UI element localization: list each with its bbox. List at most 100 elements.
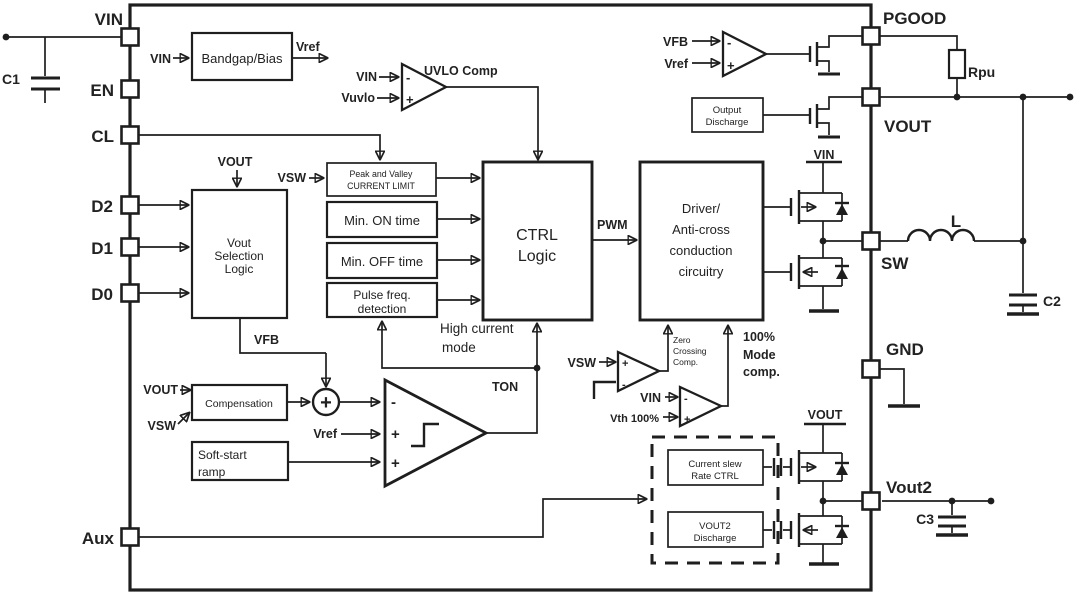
pgood-minus-sign: - (727, 35, 731, 50)
mode100-label-line3: comp. (743, 365, 780, 379)
high-current-line2: mode (442, 340, 476, 355)
output-discharge-block: Output Discharge (691, 97, 809, 133)
pin-gnd-label: GND (886, 340, 924, 359)
bandgap-vin-label: VIN (150, 52, 171, 66)
pin-cl-label: CL (91, 127, 114, 146)
peak-valley-vsw-label: VSW (278, 171, 307, 185)
driver-line1: Driver/ (682, 201, 721, 216)
uvlo-plus-sign: + (406, 92, 414, 107)
output-discharge-line2: Discharge (706, 117, 749, 128)
pgood-vfb-label: VFB (663, 35, 688, 49)
uvlo-vin-label: VIN (356, 70, 377, 84)
sum-plus-sign: + (320, 392, 332, 414)
mode100-minus-sign: - (684, 393, 688, 405)
pwm-label: PWM (597, 218, 628, 232)
c2-label: C2 (1043, 293, 1061, 309)
external-input-cap-c1: C1 (2, 33, 121, 103)
slew-vout-rail-label: VOUT (808, 408, 843, 422)
soft-start-line2: ramp (198, 465, 226, 479)
pulse-freq-line1: Pulse freq. (353, 288, 410, 302)
vout2-highside-mosfet: VOUT (763, 408, 849, 501)
pgood-plus-sign: + (727, 58, 735, 73)
vout-selection-logic-block: Vout Selection Logic VOUT VFB (139, 155, 326, 386)
pin-d2-label: D2 (91, 197, 113, 216)
driver-line2: Anti-cross (672, 222, 730, 237)
ton-feedback-wires: TON High current mode (382, 321, 540, 434)
pin-vout2-label: Vout2 (886, 478, 932, 497)
compensation-label: Compensation (205, 398, 273, 410)
zc-vsw-label: VSW (568, 356, 597, 370)
aux-wire (135, 499, 646, 538)
vout2-control-dashed-box (650, 435, 780, 565)
pulse-freq-line2: detection (358, 302, 407, 316)
high-side-mosfet: VIN (789, 148, 849, 241)
bandgap-bias-block: Bandgap/Bias VIN Vref (150, 31, 327, 82)
sw-node (819, 237, 862, 245)
external-vout-rail (880, 93, 1074, 241)
vout-sel-line3: Logic (225, 262, 254, 276)
pin-d0 (120, 283, 140, 303)
comp-vsw-label: VSW (148, 419, 177, 433)
error-minus-sign: - (391, 394, 396, 411)
pin-aux (120, 527, 140, 547)
vout2-discharge-line2: Discharge (694, 533, 737, 544)
uvlo-minus-sign: - (406, 70, 410, 85)
vref-label: Vref (296, 40, 320, 54)
rpu-label: Rpu (968, 64, 995, 80)
pin-sw-label: SW (881, 254, 909, 273)
pgood-vref-label: Vref (664, 57, 688, 71)
current-slew-line2: Rate CTRL (691, 471, 739, 482)
pin-d0-label: D0 (91, 285, 113, 304)
summing-node: + (287, 387, 379, 417)
peak-valley-line2: CURRENT LIMIT (347, 181, 415, 191)
min-on-time-block: Min. ON time (325, 200, 479, 239)
vfb-label: VFB (254, 333, 279, 347)
peak-valley-current-limit-block: Peak and Valley CURRENT LIMIT VSW (138, 134, 479, 197)
edge-trigger-icon (592, 380, 616, 399)
vout-discharge-mosfet (808, 96, 862, 139)
external-pgood-pullup: Rpu (880, 35, 995, 97)
pulse-freq-detection-block: Pulse freq. detection (325, 281, 479, 319)
uvlo-comparator: - + UVLO Comp VIN Vuvlo (341, 62, 538, 159)
external-output-cap-c2: C2 (1007, 241, 1061, 316)
zc-label-line1: Zero (673, 335, 691, 345)
ctrl-logic-block: CTRL Logic PWM (481, 160, 636, 322)
mode100-plus-sign: + (684, 414, 690, 426)
pin-vin-label: VIN (95, 10, 123, 29)
uvlo-vuvlo-label: Vuvlo (341, 91, 375, 105)
zc-minus-sign: - (622, 379, 626, 391)
pins: VIN EN CL D2 D1 D0 Aux PGOOD VOUT SW GND… (82, 9, 946, 548)
pin-en (120, 79, 140, 99)
zc-label-line3: Comp. (673, 357, 698, 367)
mode100-vin-label: VIN (640, 391, 661, 405)
pin-en-label: EN (90, 81, 114, 100)
error-plus1-sign: + (391, 426, 400, 443)
bandgap-label: Bandgap/Bias (202, 51, 283, 66)
pin-pgood (861, 26, 881, 46)
pin-pgood-label: PGOOD (883, 9, 946, 28)
mode100-vth-label: Vth 100% (610, 413, 659, 425)
c3-label: C3 (916, 511, 934, 527)
pin-d2 (120, 195, 140, 215)
compensation-block: Compensation VOUT VSW (143, 383, 289, 433)
zero-crossing-comparator: + - VSW Zero Crossing Comp. (568, 326, 707, 399)
ctrl-logic-line2: Logic (518, 248, 556, 265)
uvlo-comp-label: UVLO Comp (424, 64, 498, 78)
vout-sel-input-label: VOUT (218, 155, 253, 169)
min-off-time-block: Min. OFF time (325, 241, 479, 280)
driver-anticross-block: Driver/ Anti-cross conduction circuitry (638, 160, 790, 322)
pin-d1 (120, 237, 140, 257)
min-on-label: Min. ON time (344, 213, 420, 228)
pin-vout (861, 87, 881, 107)
ctrl-logic-line1: CTRL (516, 227, 558, 244)
vout-sel-line1: Vout (227, 236, 252, 250)
error-vref-label: Vref (313, 427, 337, 441)
high-current-line1: High current (440, 321, 514, 336)
current-slew-line1: Current slew (688, 459, 741, 470)
mode100-label-line2: Mode (743, 348, 776, 362)
pgood-pulldown-mosfet (808, 35, 862, 76)
hysteresis-icon (411, 422, 439, 448)
min-off-label: Min. OFF time (341, 254, 423, 269)
pin-sw (861, 231, 881, 251)
